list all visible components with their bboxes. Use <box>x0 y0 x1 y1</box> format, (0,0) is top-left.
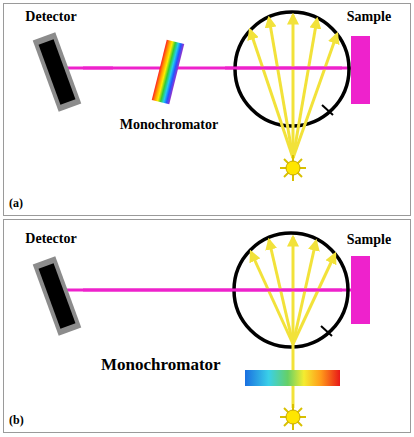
panel-node: (a) DetectorMonochromator Sample <box>3 3 411 216</box>
monochromator-node: Monochromator <box>99 351 349 393</box>
light-beam <box>62 289 351 292</box>
lamp-symbol <box>280 155 306 181</box>
light-path <box>83 67 113 70</box>
sample-node: Sample <box>342 7 396 109</box>
detector-label: Detector <box>25 9 76 25</box>
sample-label: Sample <box>347 9 391 25</box>
lamp-symbol <box>280 404 306 430</box>
detector-node: Detector <box>19 229 83 337</box>
light-path <box>225 67 342 70</box>
sample-node: Sample <box>342 230 396 330</box>
monochromator-label: Monochromator <box>120 117 219 133</box>
grating-bar <box>245 370 340 386</box>
monochromator-label: Monochromator <box>101 355 221 375</box>
prism-symbol <box>152 40 184 105</box>
panel-node: (b) Detector SampleMonochromator <box>3 219 411 433</box>
light-rays <box>250 15 337 158</box>
sample-slab <box>351 36 370 104</box>
sample-label: Sample <box>347 232 391 248</box>
detector-node: Detector <box>19 7 83 115</box>
detector-symbol <box>33 32 82 112</box>
baffle <box>321 326 332 336</box>
baffle <box>322 105 333 115</box>
light-path <box>83 289 342 292</box>
panel-label: (a) <box>9 197 23 211</box>
detector-symbol <box>33 256 82 336</box>
sample-slab <box>351 256 370 324</box>
light-beam <box>62 67 351 70</box>
monochromator-node: Monochromator <box>113 35 225 135</box>
panel-label: (b) <box>9 414 24 428</box>
detector-label: Detector <box>25 231 76 247</box>
